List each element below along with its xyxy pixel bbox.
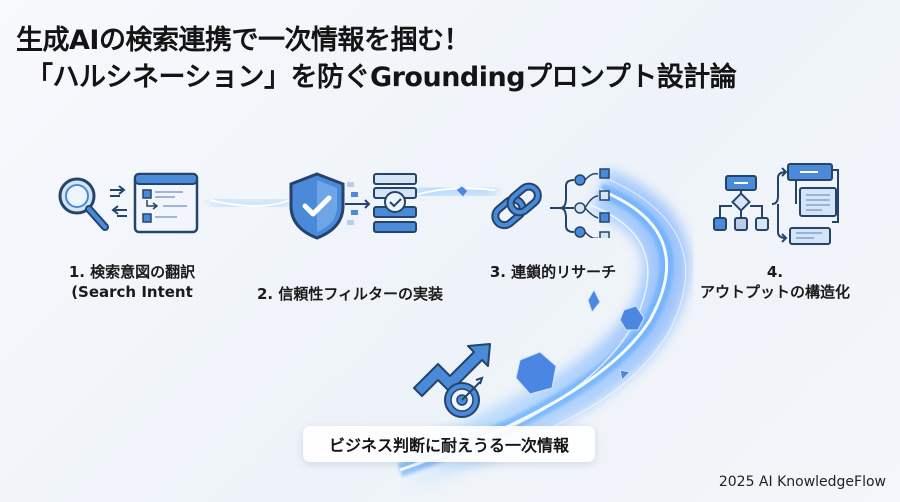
step-4-subtitle: アウトプットの構造化: [699, 283, 850, 301]
title-line-2: 「ハルシネーション」を防ぐGroundingプロンプト設計論: [26, 62, 737, 93]
structure-output-icon: [713, 163, 839, 245]
shield-filter-icon: [289, 172, 417, 240]
step-1-label: 1. 検索意図の翻訳 (Search Intent: [52, 262, 212, 302]
step-3-label: 3. 連鎖的リサーチ: [478, 262, 628, 282]
result-label: ビジネス判断に耐えうる一次情報: [328, 436, 569, 455]
page-title: 生成AIの検索連携で一次情報を掴む！ 「ハルシネーション」を防ぐGroundin…: [16, 22, 737, 96]
step-1-title: 1. 検索意図の翻訳: [68, 263, 196, 281]
step-1-subtitle: (Search Intent: [71, 283, 193, 301]
step-4-title: 4.: [766, 263, 784, 281]
title-line-1: 生成AIの検索連携で一次情報を掴む！: [16, 25, 470, 56]
step-3-title: 3. 連鎖的リサーチ: [489, 263, 617, 281]
footer-credit: 2025 AI KnowledgeFlow: [718, 474, 886, 490]
result-badge: ビジネス判断に耐えうる一次情報: [303, 426, 595, 462]
step-2-label: 2. 信頼性フィルターの実装: [245, 284, 455, 304]
growth-target-icon: [413, 343, 491, 418]
chain-branch-icon: [491, 168, 610, 238]
step-4-label: 4. アウトプットの構造化: [690, 262, 860, 302]
search-translate-icon: [58, 172, 199, 234]
step-2-title: 2. 信頼性フィルターの実装: [256, 285, 444, 303]
